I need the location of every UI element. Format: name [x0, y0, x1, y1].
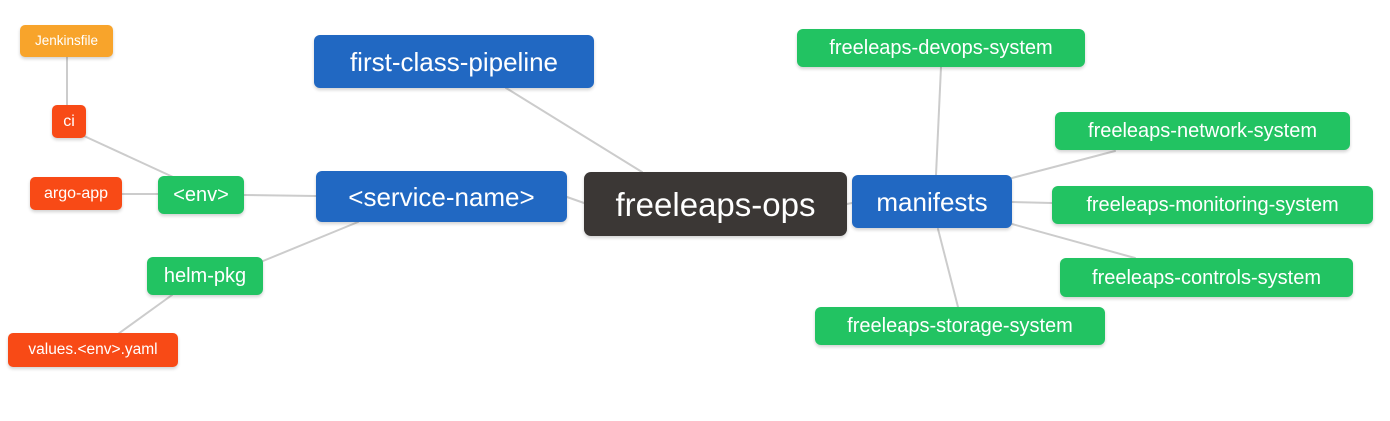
edge-manifests-network: [1011, 150, 1116, 179]
node-freeleaps-monitoring-system[interactable]: freeleaps-monitoring-system: [1052, 186, 1373, 224]
edge-manifests-controls: [1011, 223, 1136, 259]
edge-manifests-devops: [935, 66, 942, 176]
node-freeleaps-controls-system[interactable]: freeleaps-controls-system: [1060, 258, 1353, 297]
edge-service-name-root: [566, 196, 585, 204]
node-freeleaps-ops[interactable]: freeleaps-ops: [584, 172, 847, 236]
node-ci[interactable]: ci: [52, 105, 86, 138]
node-jenkinsfile[interactable]: Jenkinsfile: [20, 25, 113, 57]
node-manifests[interactable]: manifests: [852, 175, 1012, 228]
node-env[interactable]: <env>: [158, 176, 244, 214]
node-freeleaps-network-system[interactable]: freeleaps-network-system: [1055, 112, 1350, 150]
edge-first-class-pipeline-root: [505, 87, 643, 173]
node-freeleaps-devops-system[interactable]: freeleaps-devops-system: [797, 29, 1085, 67]
node-freeleaps-storage-system[interactable]: freeleaps-storage-system: [815, 307, 1105, 345]
edge-env-service-name: [243, 194, 317, 197]
edge-root-manifests: [846, 202, 853, 205]
node-argo-app[interactable]: argo-app: [30, 177, 122, 210]
edge-values-helm-pkg: [117, 294, 173, 335]
edge-ci-env: [83, 135, 174, 178]
node-values-env-yaml[interactable]: values.<env>.yaml: [8, 333, 178, 367]
node-service-name[interactable]: <service-name>: [316, 171, 567, 222]
edge-manifests-monitoring: [1011, 201, 1053, 204]
node-first-class-pipeline[interactable]: first-class-pipeline: [314, 35, 594, 88]
node-helm-pkg[interactable]: helm-pkg: [147, 257, 263, 295]
edge-helm-pkg-service-name: [262, 221, 359, 262]
edge-manifests-storage: [937, 228, 959, 308]
